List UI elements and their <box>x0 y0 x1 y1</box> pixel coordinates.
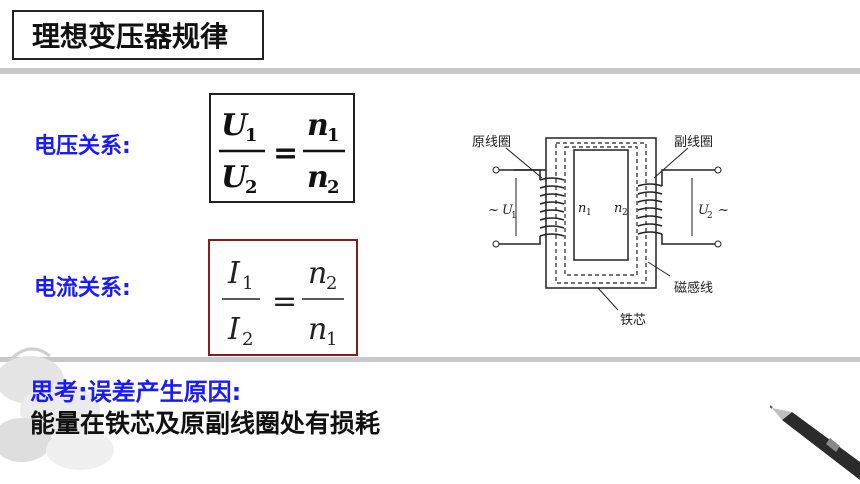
core-outer <box>545 137 657 289</box>
current-den-left-sub: 2 <box>242 329 253 350</box>
voltage-label: 电压关系: <box>34 134 131 159</box>
current-den-right-sub: 1 <box>326 329 337 350</box>
terminal-primary-top <box>492 166 500 174</box>
iron-core-leader <box>597 287 619 311</box>
mid-divider <box>0 357 860 362</box>
u2-label: U <box>698 203 710 218</box>
current-num-right: n <box>308 256 327 291</box>
terminal-primary-bottom <box>492 240 500 248</box>
current-formula: I 1 I 2 = n 2 n 1 <box>222 256 344 350</box>
voltage-den-right-sub: 2 <box>327 177 340 198</box>
terminal-secondary-top <box>714 166 722 174</box>
secondary-coil-label: 副线圈 <box>674 135 713 150</box>
current-num-left-sub: 1 <box>242 273 253 294</box>
current-den-right: n <box>308 312 327 347</box>
voltage-num-right-sub: 1 <box>327 125 340 146</box>
iron-core-label: 铁芯 <box>620 313 646 328</box>
voltage-formula-box: U 1 U 2 = n 1 n 2 <box>209 93 355 203</box>
page-title: 理想变压器规律 <box>12 10 264 60</box>
secondary-coil-leader <box>653 147 689 179</box>
primary-coil-label: 原线圈 <box>472 135 511 150</box>
thinking-body: 能量在铁芯及原副线圈处有损耗 <box>30 409 381 438</box>
flux-line-outer <box>555 142 647 284</box>
current-den-left: I <box>227 312 241 347</box>
current-num-left: I <box>227 256 241 291</box>
u2-sub: 2 <box>707 211 713 221</box>
voltage-den-left-sub: 2 <box>245 177 258 198</box>
voltage-num-right: n <box>307 108 329 143</box>
transformer-diagram: 原线圈 副线圈 磁感线 铁芯 ~ U 1 U 2 ~ n 1 n 2 <box>472 135 729 328</box>
page-title-text: 理想变压器规律 <box>32 20 229 53</box>
top-divider <box>0 68 860 74</box>
voltage-den-left: U <box>221 160 249 195</box>
n1-label: n <box>578 201 586 216</box>
primary-coil-leader <box>505 147 543 179</box>
terminal-secondary-bottom <box>714 240 722 248</box>
ink-flower-decoration <box>0 347 114 470</box>
voltage-num-left: U <box>221 108 249 143</box>
u1-sub: 1 <box>511 211 517 221</box>
voltage-den-right: n <box>307 160 329 195</box>
n1-sub: 1 <box>586 208 592 218</box>
current-formula-box: I 1 I 2 = n 2 n 1 <box>208 239 358 356</box>
magnetic-line-leader <box>647 261 671 277</box>
secondary-tilde: ~ <box>718 203 729 218</box>
secondary-coil <box>637 169 716 245</box>
primary-tilde: ~ <box>488 203 499 218</box>
n2-label: n <box>614 201 622 216</box>
u1-label: U <box>502 203 514 218</box>
current-equals: = <box>272 284 297 319</box>
voltage-num-left-sub: 1 <box>245 125 258 146</box>
current-label: 电流关系: <box>34 276 131 301</box>
voltage-equals: = <box>273 136 298 171</box>
thinking-title: 思考:误差产生原因: <box>30 378 242 406</box>
flux-line-inner <box>564 146 638 276</box>
pen-icon <box>770 405 860 480</box>
magnetic-line-label: 磁感线 <box>674 280 713 296</box>
voltage-formula: U 1 U 2 = n 1 n 2 <box>219 108 345 198</box>
core-inner <box>573 149 629 261</box>
n2-sub: 2 <box>622 208 628 218</box>
current-num-right-sub: 2 <box>326 273 337 294</box>
